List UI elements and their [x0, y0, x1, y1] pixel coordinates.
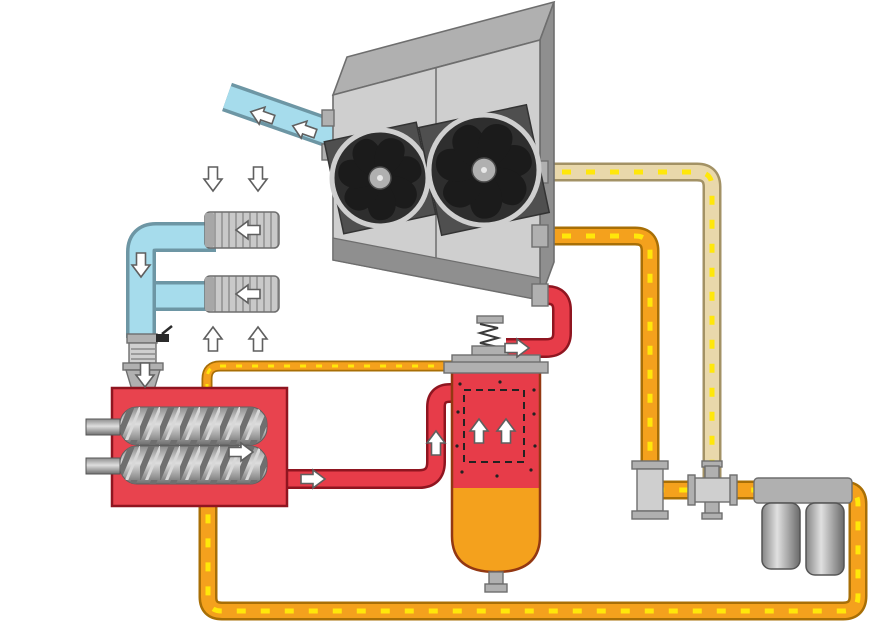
cooler-side-face — [539, 1, 555, 301]
oil-mist-dot — [456, 410, 460, 414]
flow-arrow-down — [203, 166, 223, 192]
valve-flange — [631, 460, 669, 470]
filter-end-cap — [205, 213, 214, 247]
valve-body — [636, 468, 664, 512]
valve-flange — [687, 474, 696, 506]
separator-tank — [443, 315, 549, 593]
minimum-pressure-valve — [471, 315, 509, 357]
cooler-left-bracket — [321, 109, 335, 127]
filter-head — [753, 477, 853, 504]
pipe-body — [207, 366, 470, 390]
fan-hub-center — [481, 167, 487, 173]
cooler-inlet-stub — [531, 283, 549, 307]
valve-actuator — [156, 334, 169, 342]
valve-flange — [729, 474, 738, 506]
bellows-ribs — [131, 348, 155, 360]
valve-bottom-stub — [704, 500, 720, 515]
rotor-shaft — [85, 418, 121, 436]
valve-flange — [631, 510, 669, 520]
valve-flange — [701, 512, 723, 520]
screw-rotor-top-spiral — [120, 407, 267, 445]
oil-mist-dot — [460, 470, 464, 474]
cooler-fan-left — [323, 121, 437, 235]
compressor-airend — [85, 386, 289, 508]
cooler-unit — [321, 0, 556, 307]
mpv-cap — [476, 315, 504, 324]
flow-arrow-up — [248, 326, 268, 352]
mpv-spring — [476, 323, 502, 348]
oil-filter-canister — [805, 502, 845, 576]
cooler-outlet-stub — [531, 224, 549, 248]
actuator-lever — [161, 325, 173, 335]
flow-arrow-down — [248, 166, 268, 192]
fan-hub-center — [377, 175, 383, 181]
separator-element — [463, 389, 525, 463]
rotor-shaft — [85, 457, 121, 475]
oil-mist-dot — [495, 474, 499, 478]
oil-mist-dot — [458, 382, 462, 386]
oil-mist-dot — [532, 388, 536, 392]
tank-body — [450, 370, 542, 574]
oil-mist-dot — [455, 444, 459, 448]
oil-stop-valve — [631, 460, 669, 520]
valve-body — [692, 477, 732, 503]
tank-lid — [443, 361, 549, 374]
valve-bellows — [128, 342, 157, 364]
cooler-fan-right — [417, 103, 551, 237]
filter-end-cap — [205, 277, 214, 311]
tank-drain-nut — [484, 583, 508, 593]
oil-mist-dot — [533, 444, 537, 448]
oil-mist-dot — [498, 380, 502, 384]
thermostatic-valve — [687, 460, 738, 520]
tank-drain — [488, 571, 504, 585]
valve-coupling — [126, 333, 158, 344]
flow-arrow-up — [203, 326, 223, 352]
oil-injection-line — [207, 366, 470, 390]
oil-filter-canister — [761, 502, 801, 570]
oil-mist-dot — [529, 468, 533, 472]
oil-mist-dot — [532, 412, 536, 416]
oil-filter-unit — [753, 477, 853, 576]
oil-cooler-line — [538, 236, 757, 490]
